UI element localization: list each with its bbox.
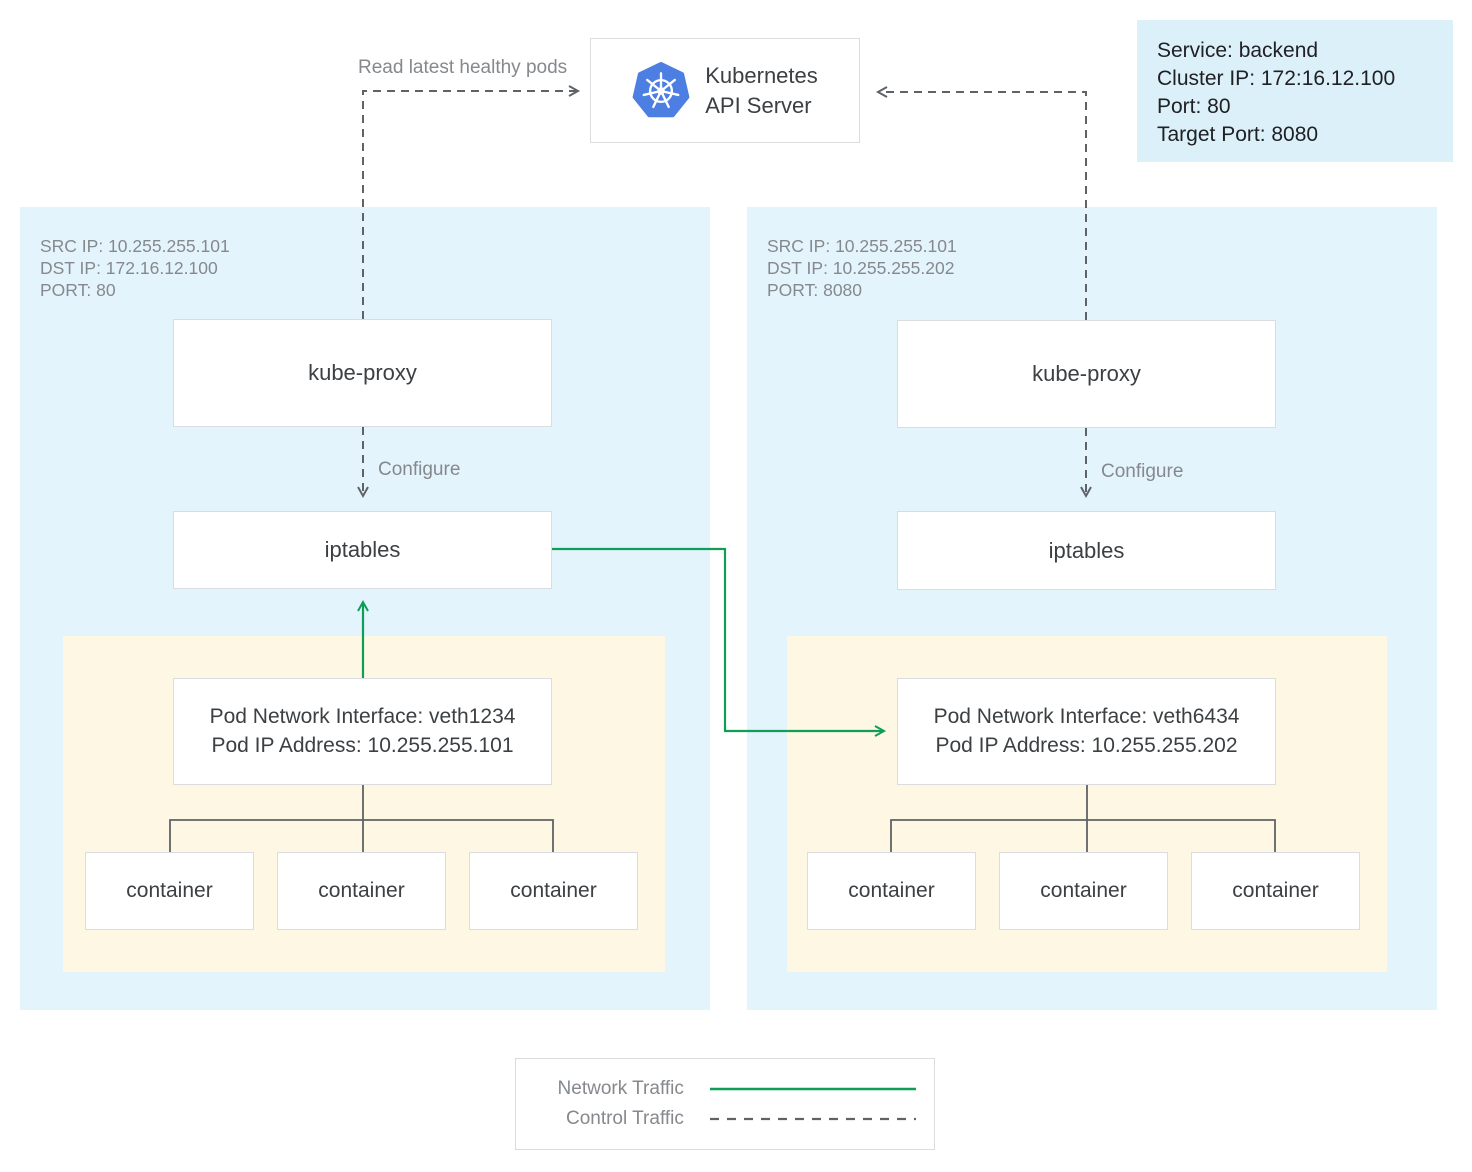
container-label: container	[848, 878, 935, 902]
kubernetes-api-server-box: Kubernetes API Server	[590, 38, 860, 143]
node-left: SRC IP: 10.255.255.101 DST IP: 172.16.12…	[20, 207, 710, 1010]
iptables-box-right: iptables	[897, 511, 1276, 590]
iptables-label-right: iptables	[1048, 537, 1125, 563]
legend-control-label: Control Traffic	[565, 1108, 684, 1129]
pod-interface-line1-left: Pod Network Interface: veth1234	[209, 705, 516, 729]
container-label: container	[1040, 878, 1127, 902]
node-right-port: PORT: 8080	[767, 280, 863, 300]
legend-row-network: Network Traffic	[534, 1078, 916, 1100]
container-label: container	[126, 878, 213, 902]
legend-network-label: Network Traffic	[557, 1078, 684, 1099]
node-right-header: SRC IP: 10.255.255.101 DST IP: 10.255.25…	[767, 235, 957, 301]
api-server-title-line2: API Server	[705, 92, 812, 118]
node-right-src-ip: SRC IP: 10.255.255.101	[767, 236, 957, 256]
container-box: container	[1191, 852, 1360, 930]
node-left-src-ip: SRC IP: 10.255.255.101	[40, 236, 230, 256]
pod-box-left: Pod Network Interface: veth1234 Pod IP A…	[63, 636, 665, 972]
container-label: container	[510, 878, 597, 902]
node-left-port: PORT: 80	[40, 280, 116, 300]
api-server-title: Kubernetes API Server	[705, 61, 818, 121]
container-box: container	[277, 852, 446, 930]
kube-proxy-label-left: kube-proxy	[308, 360, 417, 386]
kube-proxy-label-right: kube-proxy	[1032, 361, 1141, 387]
pod-interface-line2-left: Pod IP Address: 10.255.255.101	[211, 733, 514, 757]
container-label: container	[318, 878, 405, 902]
configure-label-right: Configure	[1101, 461, 1184, 482]
legend: Network Traffic Control Traffic	[515, 1058, 935, 1150]
legend-row-control: Control Traffic	[534, 1108, 916, 1130]
node-right-dst-ip: DST IP: 10.255.255.202	[767, 258, 955, 278]
node-left-dst-ip: DST IP: 172.16.12.100	[40, 258, 218, 278]
service-port: Port: 80	[1157, 95, 1231, 118]
kube-proxy-box-right: kube-proxy	[897, 320, 1276, 428]
service-name: Service: backend	[1157, 39, 1319, 62]
iptables-label-left: iptables	[324, 537, 401, 563]
pod-box-right: Pod Network Interface: veth6434 Pod IP A…	[787, 636, 1387, 972]
read-healthy-pods-label: Read latest healthy pods	[358, 57, 568, 78]
kubernetes-logo-icon	[632, 61, 690, 121]
api-server-title-line1: Kubernetes	[705, 62, 818, 88]
configure-label-left: Configure	[378, 459, 461, 480]
service-target-port: Target Port: 8080	[1157, 123, 1319, 146]
container-box: container	[807, 852, 976, 930]
iptables-box-left: iptables	[173, 511, 552, 589]
container-box: container	[85, 852, 254, 930]
control-traffic-line-sample	[709, 1117, 916, 1121]
service-cluster-ip: Cluster IP: 172:16.12.100	[1157, 67, 1396, 90]
container-box: container	[999, 852, 1168, 930]
kube-proxy-box-left: kube-proxy	[173, 319, 552, 427]
pod-network-interface-right: Pod Network Interface: veth6434 Pod IP A…	[897, 678, 1276, 785]
node-right: SRC IP: 10.255.255.101 DST IP: 10.255.25…	[747, 207, 1437, 1010]
node-left-header: SRC IP: 10.255.255.101 DST IP: 172.16.12…	[40, 235, 230, 301]
network-traffic-line-sample	[709, 1087, 916, 1091]
container-box: container	[469, 852, 638, 930]
container-label: container	[1232, 878, 1319, 902]
pod-interface-line2-right: Pod IP Address: 10.255.255.202	[935, 733, 1238, 757]
pod-network-interface-left: Pod Network Interface: veth1234 Pod IP A…	[173, 678, 552, 785]
pod-interface-line1-right: Pod Network Interface: veth6434	[933, 705, 1240, 729]
service-info-card: Service: backend Cluster IP: 172:16.12.1…	[1137, 20, 1453, 162]
